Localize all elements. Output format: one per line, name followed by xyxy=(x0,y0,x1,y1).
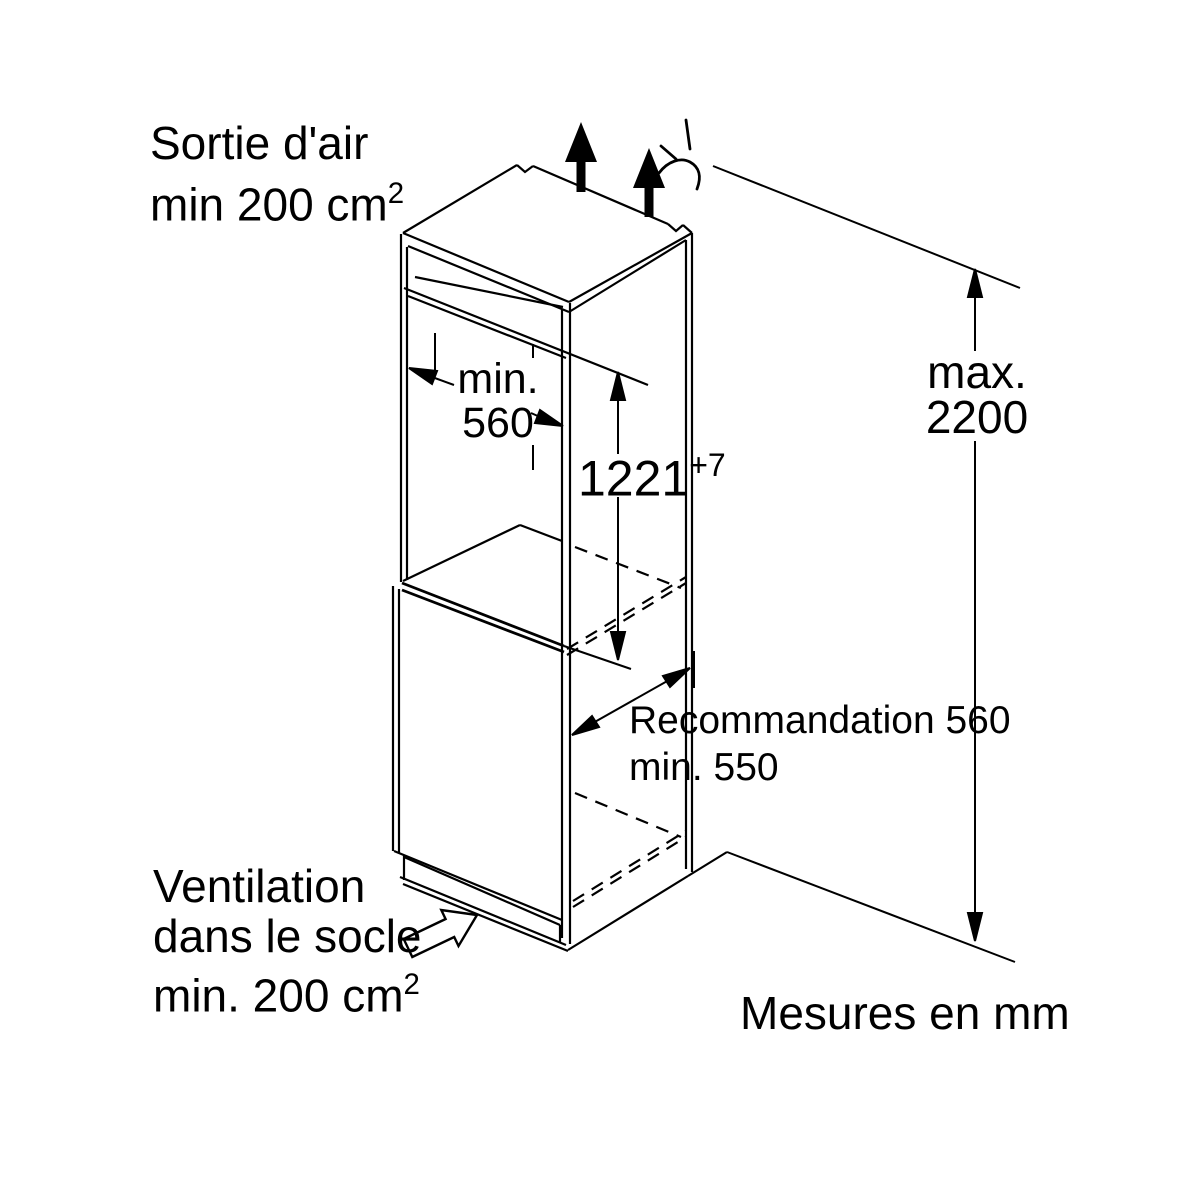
label-depth: Recommandation 560 min. 550 xyxy=(629,697,1011,791)
depth-line1: Recommandation 560 xyxy=(629,699,1011,742)
label-niche-width: min. 560 xyxy=(428,357,568,445)
shelf-front-edge-top xyxy=(401,581,565,648)
airflow-up-arrow-left xyxy=(565,122,597,192)
base-front-edge-outer xyxy=(399,875,567,947)
width-leader-left xyxy=(431,376,455,386)
arrowhead-depth-back xyxy=(661,667,691,689)
air-slot-bottom-inner xyxy=(407,294,567,360)
right-corner-notch xyxy=(667,223,684,233)
arrowhead-up xyxy=(609,371,627,401)
label-plinth-ventilation: Ventilation dans le socle min. 200 cm2 xyxy=(153,861,422,1020)
right-bottom-edge xyxy=(567,875,689,951)
superscript: 2 xyxy=(387,176,405,210)
dimension-lines xyxy=(408,165,1021,963)
plinth-slot-top-edge xyxy=(403,855,561,927)
shelf-left-edge xyxy=(402,524,521,582)
superscript: 2 xyxy=(403,967,420,1001)
vent-line3: min. 200 cm2 xyxy=(153,967,420,1022)
right-top-edge-inner xyxy=(568,239,687,313)
floor-back-edge-hidden xyxy=(574,791,682,839)
tolerance-superscript: +7 xyxy=(689,447,726,484)
base-front-edge-inner xyxy=(402,882,569,953)
arrowhead-right xyxy=(533,408,564,427)
arrowhead-left xyxy=(408,367,439,386)
air-slot-bottom-edge xyxy=(403,286,649,387)
label-max-height: max. 2200 xyxy=(898,346,1056,443)
arrowhead-down xyxy=(966,912,984,942)
vent-line1: Ventilation xyxy=(153,860,366,912)
top-left-edge xyxy=(402,164,518,234)
arrowhead-down xyxy=(609,631,627,661)
arrowhead-up xyxy=(966,268,984,298)
top-front-edge-inner xyxy=(407,244,570,314)
niche-width-line2: 560 xyxy=(462,399,534,447)
ceiling-reference-line xyxy=(712,165,1021,289)
top-front-edge-outer xyxy=(402,231,570,304)
niche-width-line1: min. xyxy=(457,355,539,403)
right-corner xyxy=(682,224,693,234)
shelf-back-edge-visible xyxy=(519,523,563,543)
floor-side-edge-hidden-2 xyxy=(572,836,687,908)
air-swirl-icon xyxy=(657,118,701,191)
label-air-outlet: Sortie d'air min 200 cm2 xyxy=(150,118,404,230)
shelf-back-edge-hidden xyxy=(574,545,682,590)
hidden-edges xyxy=(566,545,687,908)
label-niche-height: 1221+7 xyxy=(578,447,726,507)
label-units-note: Mesures en mm xyxy=(740,987,1070,1039)
right-top-edge-outer xyxy=(568,232,693,303)
shelf-side-edge-hidden-2 xyxy=(566,582,687,656)
cabinet-outline xyxy=(391,164,728,953)
vent-line2: dans le socle xyxy=(153,910,422,962)
airflow-symbols xyxy=(402,118,701,959)
ventilation-block-arrow-icon xyxy=(402,908,479,959)
airflow-up-arrow-right xyxy=(633,148,665,217)
door-bottom-edge xyxy=(393,849,563,922)
depth-line2: min. 550 xyxy=(629,746,779,789)
arrowhead-depth-front xyxy=(571,714,601,736)
max-height-line1: max. xyxy=(927,346,1027,398)
floor-side-edge-hidden-1 xyxy=(572,830,687,902)
back-corner-notch xyxy=(516,164,534,174)
floor-reference-line xyxy=(726,851,1016,963)
right-bottom-extension xyxy=(687,851,728,877)
air-outlet-line1: Sortie d'air xyxy=(150,117,369,169)
air-slot-far-edge xyxy=(414,275,564,309)
air-outlet-line2: min 200 cm2 xyxy=(150,176,405,231)
max-height-line2: 2200 xyxy=(925,391,1029,443)
shelf-front-edge-bottom xyxy=(401,588,565,654)
shelf-side-edge-hidden-1 xyxy=(566,576,687,650)
